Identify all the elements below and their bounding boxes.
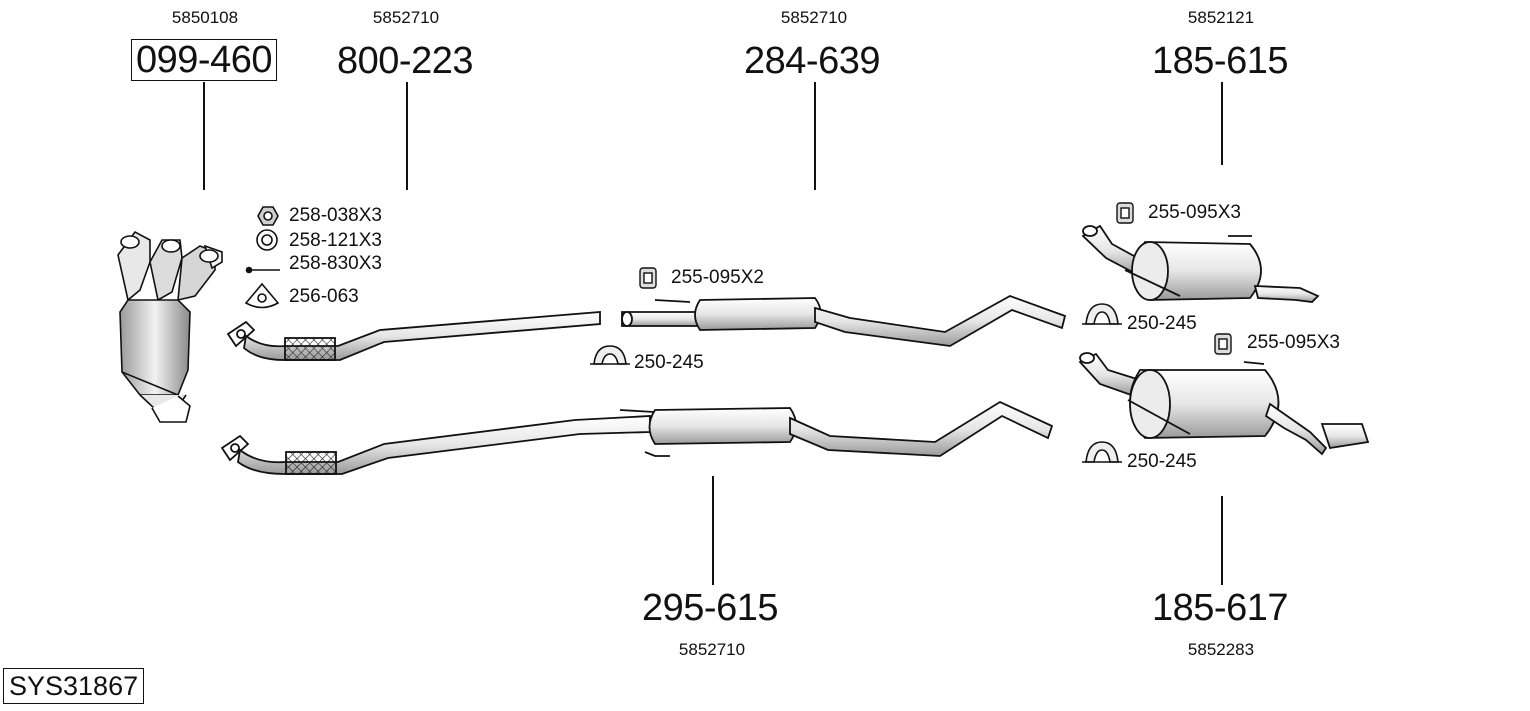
bolt-icon bbox=[245, 266, 280, 274]
rear-silencer-a-drawing bbox=[1081, 224, 1320, 303]
accessory-label-washer[interactable]: 258-121X3 bbox=[289, 230, 382, 251]
part-number-rear-b[interactable]: 185-617 bbox=[1152, 587, 1288, 629]
leader-lines bbox=[203, 82, 1223, 585]
system-id: SYS31867 bbox=[3, 668, 145, 704]
washer-icon bbox=[256, 229, 278, 251]
centre-silencer-b-drawing bbox=[619, 400, 1054, 457]
accessory-label-nut[interactable]: 258-038X3 bbox=[289, 205, 382, 226]
catalyst-drawing bbox=[117, 230, 223, 423]
rubber-mount-icon-rear-a bbox=[1116, 202, 1134, 224]
accessory-label-gasket[interactable]: 256-063 bbox=[289, 286, 359, 307]
accessory-label-clamp-rear-b[interactable]: 250-245 bbox=[1127, 451, 1197, 472]
oem-number-rear-a: 5852121 bbox=[1187, 8, 1255, 27]
gasket-icon bbox=[244, 282, 280, 309]
front-pipe-upper-drawing bbox=[226, 311, 601, 361]
rubber-mount-icon-rear-b bbox=[1214, 333, 1232, 355]
oem-number-catalyst: 5850108 bbox=[171, 8, 239, 27]
centre-silencer-a-drawing bbox=[621, 295, 1067, 347]
oem-number-centre-b: 5852710 bbox=[678, 640, 746, 659]
accessory-label-rubber-mount-rear-a[interactable]: 255-095X3 bbox=[1148, 202, 1241, 223]
clamp-icon-rear-b bbox=[1082, 441, 1122, 463]
oem-number-rear-b: 5852283 bbox=[1187, 640, 1255, 659]
rubber-mount-icon-centre bbox=[639, 267, 657, 289]
part-number-front-pipe[interactable]: 800-223 bbox=[337, 40, 473, 82]
accessory-label-clamp-rear-a[interactable]: 250-245 bbox=[1127, 313, 1197, 334]
nut-icon bbox=[257, 206, 279, 226]
part-number-centre-b[interactable]: 295-615 bbox=[642, 587, 778, 629]
rear-silencer-b-drawing bbox=[1078, 352, 1370, 456]
oem-number-centre-a: 5852710 bbox=[780, 8, 848, 27]
clamp-icon-rear-a bbox=[1082, 303, 1122, 325]
accessory-label-clamp-centre[interactable]: 250-245 bbox=[634, 352, 704, 373]
accessory-label-bolt[interactable]: 258-830X3 bbox=[289, 253, 382, 274]
front-pipe-lower-drawing bbox=[220, 415, 651, 475]
accessory-label-rubber-mount-centre[interactable]: 255-095X2 bbox=[671, 267, 764, 288]
part-number-catalyst[interactable]: 099-460 bbox=[131, 39, 277, 81]
part-number-rear-a[interactable]: 185-615 bbox=[1152, 40, 1288, 82]
oem-number-front-pipe: 5852710 bbox=[372, 8, 440, 27]
accessory-label-rubber-mount-rear-b[interactable]: 255-095X3 bbox=[1247, 332, 1340, 353]
part-number-centre-a[interactable]: 284-639 bbox=[744, 40, 880, 82]
clamp-icon-centre bbox=[590, 345, 630, 365]
